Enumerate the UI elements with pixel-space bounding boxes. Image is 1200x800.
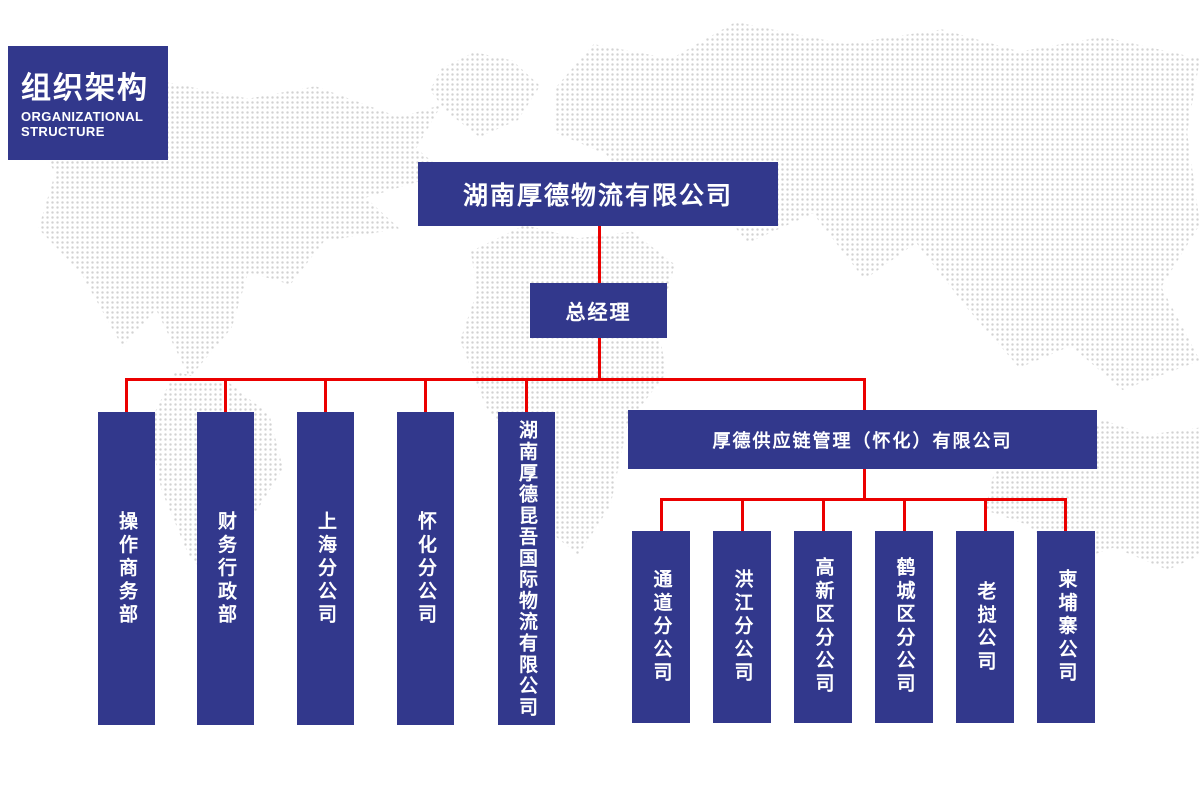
connector-subsidiary-down bbox=[863, 468, 866, 500]
org-node-branch-tongdao-label: 通道分公司 bbox=[650, 569, 672, 685]
org-node-dept-operations: 操作商务部 bbox=[98, 412, 155, 725]
connector-root-to-gm bbox=[598, 226, 601, 284]
worldmap-dots-greenland bbox=[430, 52, 540, 137]
connector-stub-dept1 bbox=[125, 378, 128, 412]
org-node-dept-finance-admin-label: 财务行政部 bbox=[215, 510, 236, 627]
org-node-dept-operations-label: 操作商务部 bbox=[116, 510, 137, 627]
org-node-branch-hongjiang: 洪江分公司 bbox=[713, 531, 771, 723]
connector-gm-down bbox=[598, 338, 601, 380]
slide-title-badge: 组织架构 ORGANIZATIONAL STRUCTURE bbox=[8, 46, 168, 160]
connector-level3-horizontal bbox=[125, 378, 866, 381]
connector-stub-branch3 bbox=[822, 498, 825, 531]
connector-stub-subsidiary bbox=[863, 378, 866, 410]
connector-stub-dept2 bbox=[224, 378, 227, 412]
org-node-branch-gaoxin-label: 高新区分公司 bbox=[812, 557, 834, 697]
org-node-branch-huaihua: 怀化分公司 bbox=[397, 412, 454, 725]
connector-stub-branch6 bbox=[1064, 498, 1067, 531]
org-node-general-manager: 总经理 bbox=[530, 283, 667, 338]
slide-title-zh: 组织架构 bbox=[21, 72, 149, 105]
connector-stub-dept4 bbox=[424, 378, 427, 412]
org-node-dept-finance-admin: 财务行政部 bbox=[197, 412, 254, 725]
slide-title-en: ORGANIZATIONAL STRUCTURE bbox=[21, 109, 168, 140]
connector-stub-dept3 bbox=[324, 378, 327, 412]
org-node-branch-shanghai: 上海分公司 bbox=[297, 412, 354, 725]
slide-title-en-line1: ORGANIZATIONAL bbox=[21, 109, 144, 124]
org-node-supply-chain-subsidiary-label: 厚德供应链管理（怀化）有限公司 bbox=[712, 430, 1013, 451]
connector-stub-branch5 bbox=[984, 498, 987, 531]
connector-stub-dept5 bbox=[525, 378, 528, 412]
org-node-company-laos: 老挝公司 bbox=[956, 531, 1014, 723]
org-node-company-laos-label: 老挝公司 bbox=[974, 580, 996, 674]
org-node-branch-huaihua-label: 怀化分公司 bbox=[415, 510, 436, 627]
worldmap-dots-africa bbox=[460, 225, 675, 555]
org-node-branch-shanghai-label: 上海分公司 bbox=[315, 510, 336, 627]
connector-stub-branch1 bbox=[660, 498, 663, 531]
org-node-company-cambodia: 柬埔寨公司 bbox=[1037, 531, 1095, 723]
org-node-branch-hecheng: 鹤城区分公司 bbox=[875, 531, 933, 723]
org-node-general-manager-label: 总经理 bbox=[565, 302, 632, 324]
org-node-kunwu-logistics-label: 湖南厚德昆吾国际物流有限公司 bbox=[516, 419, 537, 718]
org-node-branch-gaoxin: 高新区分公司 bbox=[794, 531, 852, 723]
org-node-supply-chain-subsidiary: 厚德供应链管理（怀化）有限公司 bbox=[628, 410, 1097, 469]
connector-level4-horizontal bbox=[660, 498, 1067, 501]
org-node-branch-tongdao: 通道分公司 bbox=[632, 531, 690, 723]
connector-stub-branch4 bbox=[903, 498, 906, 531]
org-node-branch-hongjiang-label: 洪江分公司 bbox=[731, 569, 753, 685]
org-node-root-label: 湖南厚德物流有限公司 bbox=[462, 182, 733, 210]
org-node-company-cambodia-label: 柬埔寨公司 bbox=[1055, 569, 1077, 685]
org-node-root: 湖南厚德物流有限公司 bbox=[418, 162, 778, 226]
connector-stub-branch2 bbox=[741, 498, 744, 531]
slide-title-en-line2: STRUCTURE bbox=[21, 123, 105, 139]
org-node-kunwu-logistics: 湖南厚德昆吾国际物流有限公司 bbox=[498, 412, 555, 725]
org-node-branch-hecheng-label: 鹤城区分公司 bbox=[893, 557, 915, 697]
